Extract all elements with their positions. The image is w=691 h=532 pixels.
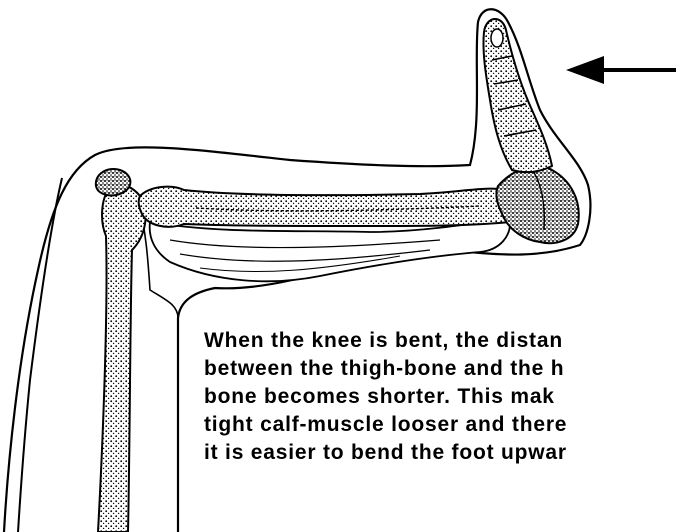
thigh-bone [98,184,146,532]
diagram-caption: When the knee is bent, the distan betwee… [204,327,691,467]
kneecap [96,169,131,195]
caption-line: When the knee is bent, the distan [204,327,691,355]
thigh-outline [18,178,62,532]
arrow-left-icon [566,56,676,84]
caption-line: bone becomes shorter. This mak [204,383,691,411]
caption-line: between the thigh-bone and the h [204,355,691,383]
caption-line: it is easier to bend the foot upwar [204,439,691,467]
caption-line: tight calf-muscle looser and there [204,411,691,439]
calf-muscle [150,218,511,281]
